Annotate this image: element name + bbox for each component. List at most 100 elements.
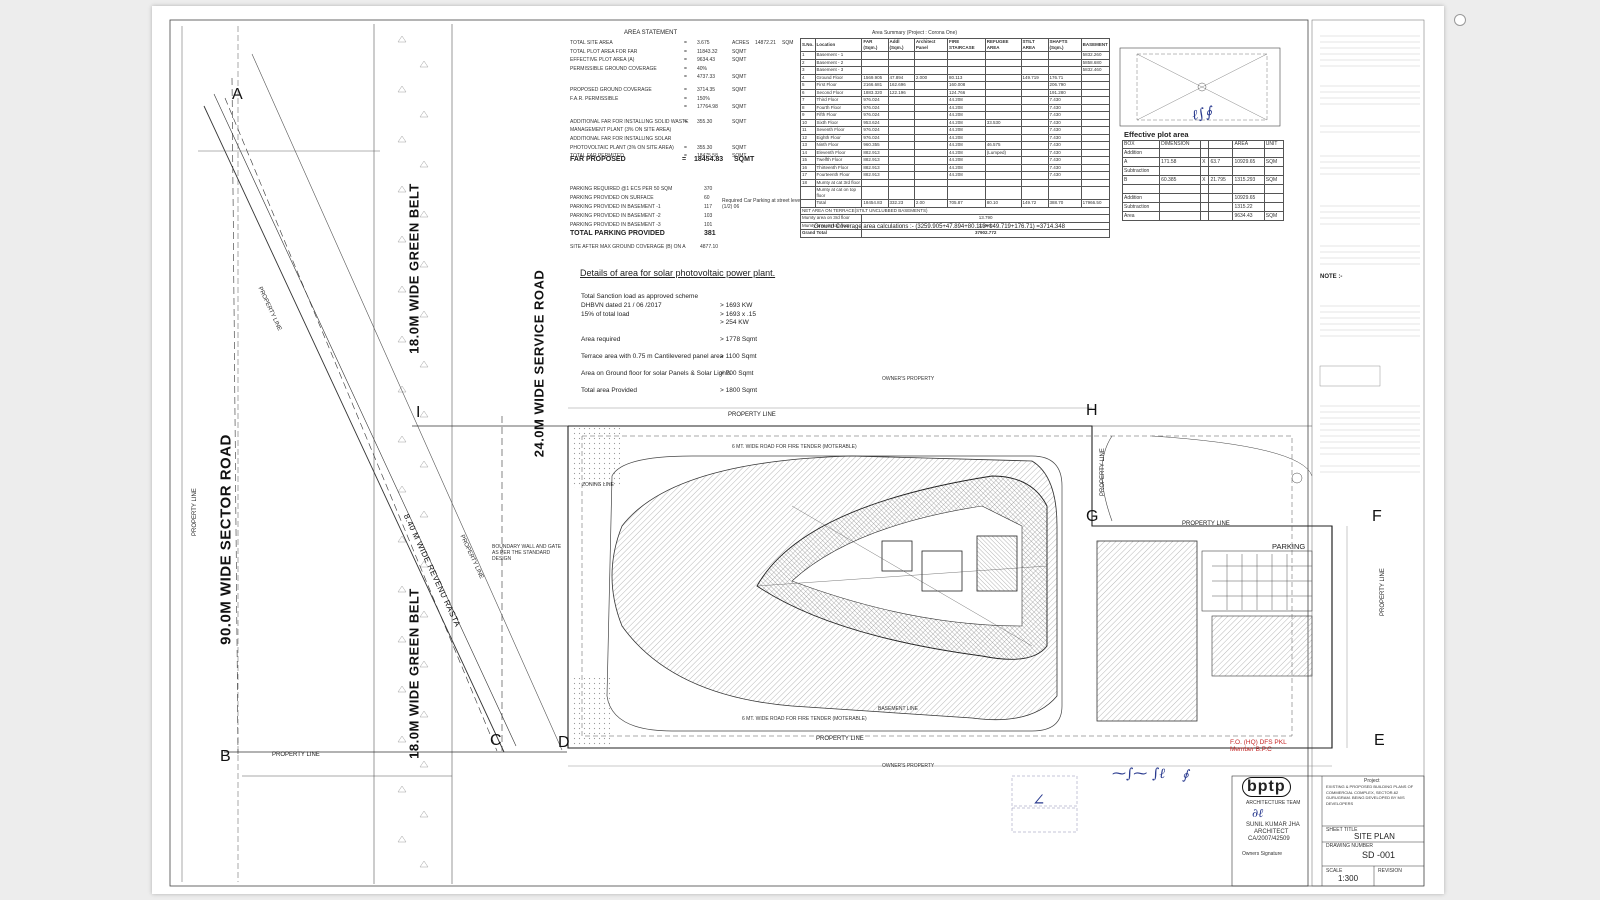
summary-cell bbox=[1080, 73, 1111, 82]
point-h: H bbox=[1086, 402, 1098, 419]
area-row-label: PROPOSED GROUND COVERAGE bbox=[570, 87, 652, 93]
effective-cell: SQM bbox=[1263, 174, 1285, 185]
parking-row-value: 101 bbox=[704, 222, 713, 228]
summary-cell bbox=[984, 66, 1022, 75]
summary-cell bbox=[1080, 133, 1111, 142]
zoning-line-label: ZONING LINE bbox=[582, 482, 614, 488]
owners-property-top: OWNER'S PROPERTY bbox=[882, 376, 935, 382]
effective-cell bbox=[1159, 192, 1202, 203]
area-row-unit: SQMT bbox=[732, 104, 747, 111]
summary-cell bbox=[887, 51, 915, 60]
effective-cell bbox=[1208, 183, 1234, 194]
effective-cell: SQM bbox=[1263, 156, 1285, 167]
summary-mumty-cell: Mumty area on 3rd floor bbox=[799, 214, 863, 223]
gc-calculation: Ground Coverage area calculations :- (32… bbox=[814, 224, 1065, 230]
property-line-top: PROPERTY LINE bbox=[728, 412, 776, 418]
summary-header-cell: SHAFTS (Sqm.) bbox=[1047, 38, 1082, 52]
summary-cell: Total bbox=[814, 199, 863, 208]
summary-cell: 44.208 bbox=[946, 163, 986, 172]
summary-cell: 976.024 bbox=[861, 133, 889, 142]
area-row-label: PHOTOVOLTAIC PLANT (3% ON SITE AREA) bbox=[570, 144, 674, 151]
solar-title: Details of area for solar photovoltaic p… bbox=[580, 268, 776, 278]
green-belt-top-label: 18.0M WIDE GREEN BELT bbox=[406, 183, 422, 354]
property-line-g: PROPERTY LINE bbox=[1182, 521, 1230, 527]
effective-cell bbox=[1263, 201, 1285, 212]
summary-cell: 2.00 bbox=[913, 199, 948, 208]
summary-cell: 149.72 bbox=[1020, 199, 1049, 208]
effective-cell bbox=[1232, 165, 1265, 176]
summary-cell: 191.280 bbox=[1047, 88, 1082, 97]
effective-cell bbox=[1200, 147, 1210, 158]
summary-cell bbox=[1020, 156, 1049, 165]
summary-cell: 176.71 bbox=[1047, 73, 1082, 82]
effective-cell bbox=[1208, 165, 1234, 176]
summary-cell bbox=[1020, 178, 1049, 187]
area-row-eq: = bbox=[684, 144, 687, 151]
summary-cell bbox=[1020, 58, 1049, 67]
summary-cell: Mumty at cat on top floor bbox=[814, 186, 863, 200]
summary-cell bbox=[946, 186, 986, 200]
signature-3: ∮ bbox=[1182, 768, 1189, 783]
summary-cell: 7.430 bbox=[1047, 96, 1082, 105]
summary-cell bbox=[946, 51, 986, 60]
area-row-value: 3.675 bbox=[697, 40, 710, 46]
effective-cell bbox=[1232, 147, 1265, 158]
summary-header-cell: Architect Panel bbox=[913, 38, 948, 52]
summary-cell: 44.208 bbox=[946, 133, 986, 142]
summary-cell: 882.913 bbox=[861, 156, 889, 165]
architect-name: SUNIL KUMAR JHA bbox=[1246, 822, 1300, 828]
firm-logo: bptp bbox=[1242, 777, 1291, 797]
summary-cell: 882.913 bbox=[861, 163, 889, 172]
summary-cell bbox=[1047, 58, 1082, 67]
signature-2: ∫ℓ bbox=[1152, 766, 1166, 782]
site-after-value: 4877.10 bbox=[700, 244, 719, 250]
area-row-eq: = bbox=[684, 57, 687, 64]
summary-cell: 33.530 bbox=[984, 118, 1022, 127]
solar-row-value: > 1100 Sqmt bbox=[720, 353, 757, 360]
summary-cell: 9 bbox=[800, 111, 816, 120]
summary-cell: 6 bbox=[800, 88, 816, 97]
fire-road-bottom: 6 MT. WIDE ROAD FOR FIRE TENDER (MOTERAB… bbox=[742, 716, 867, 722]
summary-cell: Eleventh Floor bbox=[814, 148, 863, 157]
parking-label: PARKING bbox=[1272, 542, 1306, 551]
effective-cell: 1315.22 bbox=[1232, 201, 1265, 212]
effective-cell: 60.385 bbox=[1159, 174, 1202, 185]
summary-cell bbox=[887, 156, 915, 165]
summary-cell: Basement - 1 bbox=[814, 51, 863, 60]
summary-cell bbox=[984, 58, 1022, 67]
area-row-eq: = bbox=[684, 40, 687, 46]
point-e: E bbox=[1374, 732, 1385, 749]
far-proposed-label: FAR PROPOSED bbox=[570, 156, 626, 163]
summary-cell bbox=[984, 156, 1022, 165]
summary-cell bbox=[1020, 81, 1049, 90]
summary-cell: 15 bbox=[800, 156, 816, 165]
summary-cell: 44.208 bbox=[946, 171, 986, 180]
solar-row-label: 15% of total load bbox=[581, 311, 630, 318]
summary-cell: 882.913 bbox=[861, 148, 889, 157]
area-row-label: TOTAL SITE AREA bbox=[570, 40, 613, 46]
summary-header-cell: REFUGEE AREA bbox=[984, 38, 1022, 52]
effective-plot-title: Effective plot area bbox=[1124, 130, 1189, 139]
summary-cell bbox=[913, 186, 948, 200]
area-row-value: 40% bbox=[697, 65, 708, 72]
summary-cell: 5832.260 bbox=[1080, 51, 1111, 60]
summary-cell: 332.23 bbox=[887, 199, 915, 208]
summary-cell: 976.024 bbox=[861, 103, 889, 112]
point-c: C bbox=[490, 732, 502, 749]
effective-cell bbox=[1200, 201, 1210, 212]
area-row-extra-unit: SQM bbox=[782, 40, 794, 46]
site-after-label: SITE AFTER MAX GROUND COVERAGE (B) ON A bbox=[570, 244, 686, 250]
summary-cell bbox=[861, 178, 889, 187]
viewer-scroll-handle[interactable] bbox=[1454, 14, 1466, 26]
summary-cell: 1883.320 bbox=[861, 88, 889, 97]
summary-cell bbox=[1020, 118, 1049, 127]
summary-cell bbox=[1020, 66, 1049, 75]
red-stamp: F.O. (HQ) DFS PKL Member B.P.C bbox=[1230, 739, 1287, 753]
effective-cell bbox=[1232, 183, 1265, 194]
parking-row-label: PARKING PROVIDED IN BASEMENT -2 bbox=[570, 213, 661, 219]
area-row-value: 4737.33 bbox=[697, 74, 716, 81]
